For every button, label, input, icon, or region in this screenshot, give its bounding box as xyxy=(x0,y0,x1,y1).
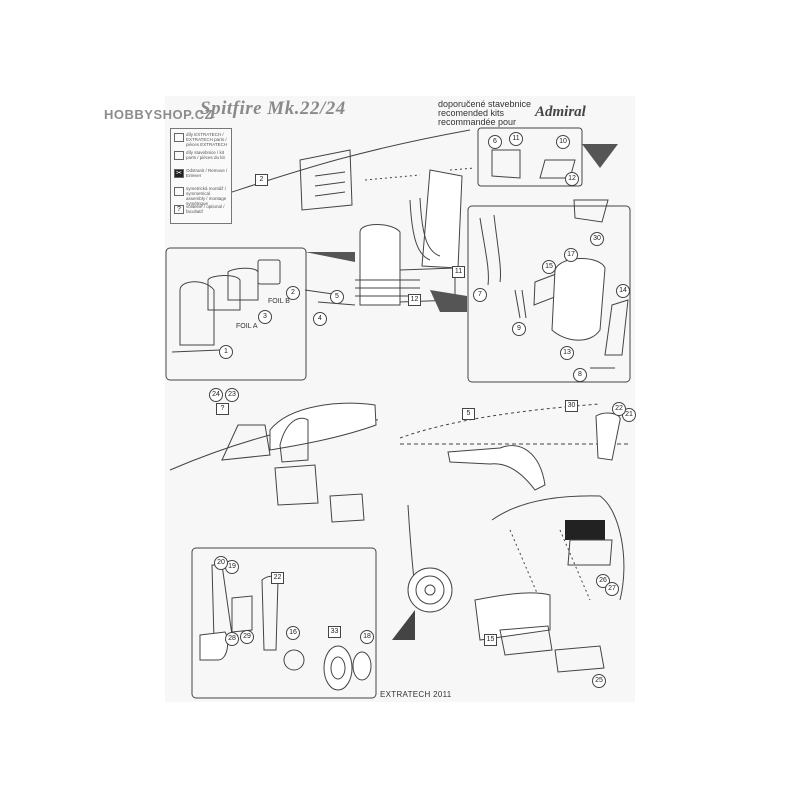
ref-box-33: 33 xyxy=(328,626,341,638)
cockpit-canopy-outline xyxy=(299,149,353,211)
ref-box-5: 5 xyxy=(462,408,475,420)
callout-20: 20 xyxy=(214,556,228,570)
callout-15: 15 xyxy=(542,260,556,274)
detail-box-bulkhead xyxy=(165,247,307,381)
brand-name: Admiral xyxy=(535,104,586,120)
callout-5: 5 xyxy=(330,290,344,304)
kits-line-cz: doporučené stavebnice xyxy=(438,99,532,109)
legend-kit-text: díly stavebnice / kit parts / pièces du … xyxy=(186,150,225,160)
question-icon: ? xyxy=(216,403,229,415)
callout-9: 9 xyxy=(512,322,526,336)
legend-kit-symbol xyxy=(174,151,184,160)
callout-8: 8 xyxy=(573,368,587,382)
detail-box-headrest xyxy=(477,127,583,187)
callout-4: 4 xyxy=(313,312,327,326)
ref-box-22: 22 xyxy=(271,572,284,584)
callout-12: 12 xyxy=(565,172,579,186)
callout-24: 24 xyxy=(209,388,223,402)
callout-10: 10 xyxy=(556,135,570,149)
callout-14: 14 xyxy=(616,284,630,298)
scissors-icon: ✂ xyxy=(174,169,184,178)
callout-27: 27 xyxy=(605,582,619,596)
ref-box-2: 2 xyxy=(255,174,268,186)
ref-box-15: 15 xyxy=(484,634,497,646)
callout-7: 7 xyxy=(473,288,487,302)
callout-1: 1 xyxy=(219,345,233,359)
instruction-sheet xyxy=(165,96,635,702)
callout-17: 17 xyxy=(564,248,578,262)
callout-29: 29 xyxy=(240,630,254,644)
legend-etched-symbol xyxy=(174,133,184,142)
kits-line-en: recomended kits xyxy=(438,108,505,118)
credit-text: EXTRATECH 2011 xyxy=(380,690,452,699)
watermark: HOBBYSHOP.CZ xyxy=(104,107,214,122)
callout-28: 28 xyxy=(225,632,239,646)
legend-optional-text: volitelně / optional / facultatif xyxy=(186,204,225,214)
kits-line-fr: recommandée pour xyxy=(438,117,517,127)
callout-16: 16 xyxy=(286,626,300,640)
legend-box: díly EXTRATECH / EXTRATECH parts / pièce… xyxy=(170,128,232,224)
callout-25: 25 xyxy=(592,674,606,688)
foil-a-label: FOIL A xyxy=(236,323,258,330)
ref-box-12: 12 xyxy=(408,294,421,306)
callout-23: 23 xyxy=(225,388,239,402)
callout-18: 18 xyxy=(360,630,374,644)
callout-13: 13 xyxy=(560,346,574,360)
question-icon: ? xyxy=(174,205,184,214)
detail-box-seat xyxy=(467,205,631,383)
recommended-kits-text: doporučené stavebnice recomended kits re… xyxy=(438,100,531,127)
callout-3: 3 xyxy=(258,310,272,324)
callout-22: 22 xyxy=(612,402,626,416)
callout-6: 6 xyxy=(488,135,502,149)
legend-symmetric-text: symetrická montáž / symmetrical assembly… xyxy=(186,186,227,206)
foil-b-label: FOIL B xyxy=(268,298,290,305)
callout-30: 30 xyxy=(590,232,604,246)
callout-2: 2 xyxy=(286,286,300,300)
ref-box-11: 11 xyxy=(452,266,465,278)
ref-box-30: 30 xyxy=(565,400,578,412)
page-title: Spitfire Mk.22/24 xyxy=(200,98,346,119)
detail-box-landing-gear xyxy=(191,547,377,699)
legend-etched-text: díly EXTRATECH / EXTRATECH parts / pièce… xyxy=(186,132,228,147)
legend-remove-text: Odstranit / Remove / Enlever xyxy=(186,168,228,178)
callout-11: 11 xyxy=(509,132,523,146)
legend-symmetric-symbol xyxy=(174,187,184,196)
